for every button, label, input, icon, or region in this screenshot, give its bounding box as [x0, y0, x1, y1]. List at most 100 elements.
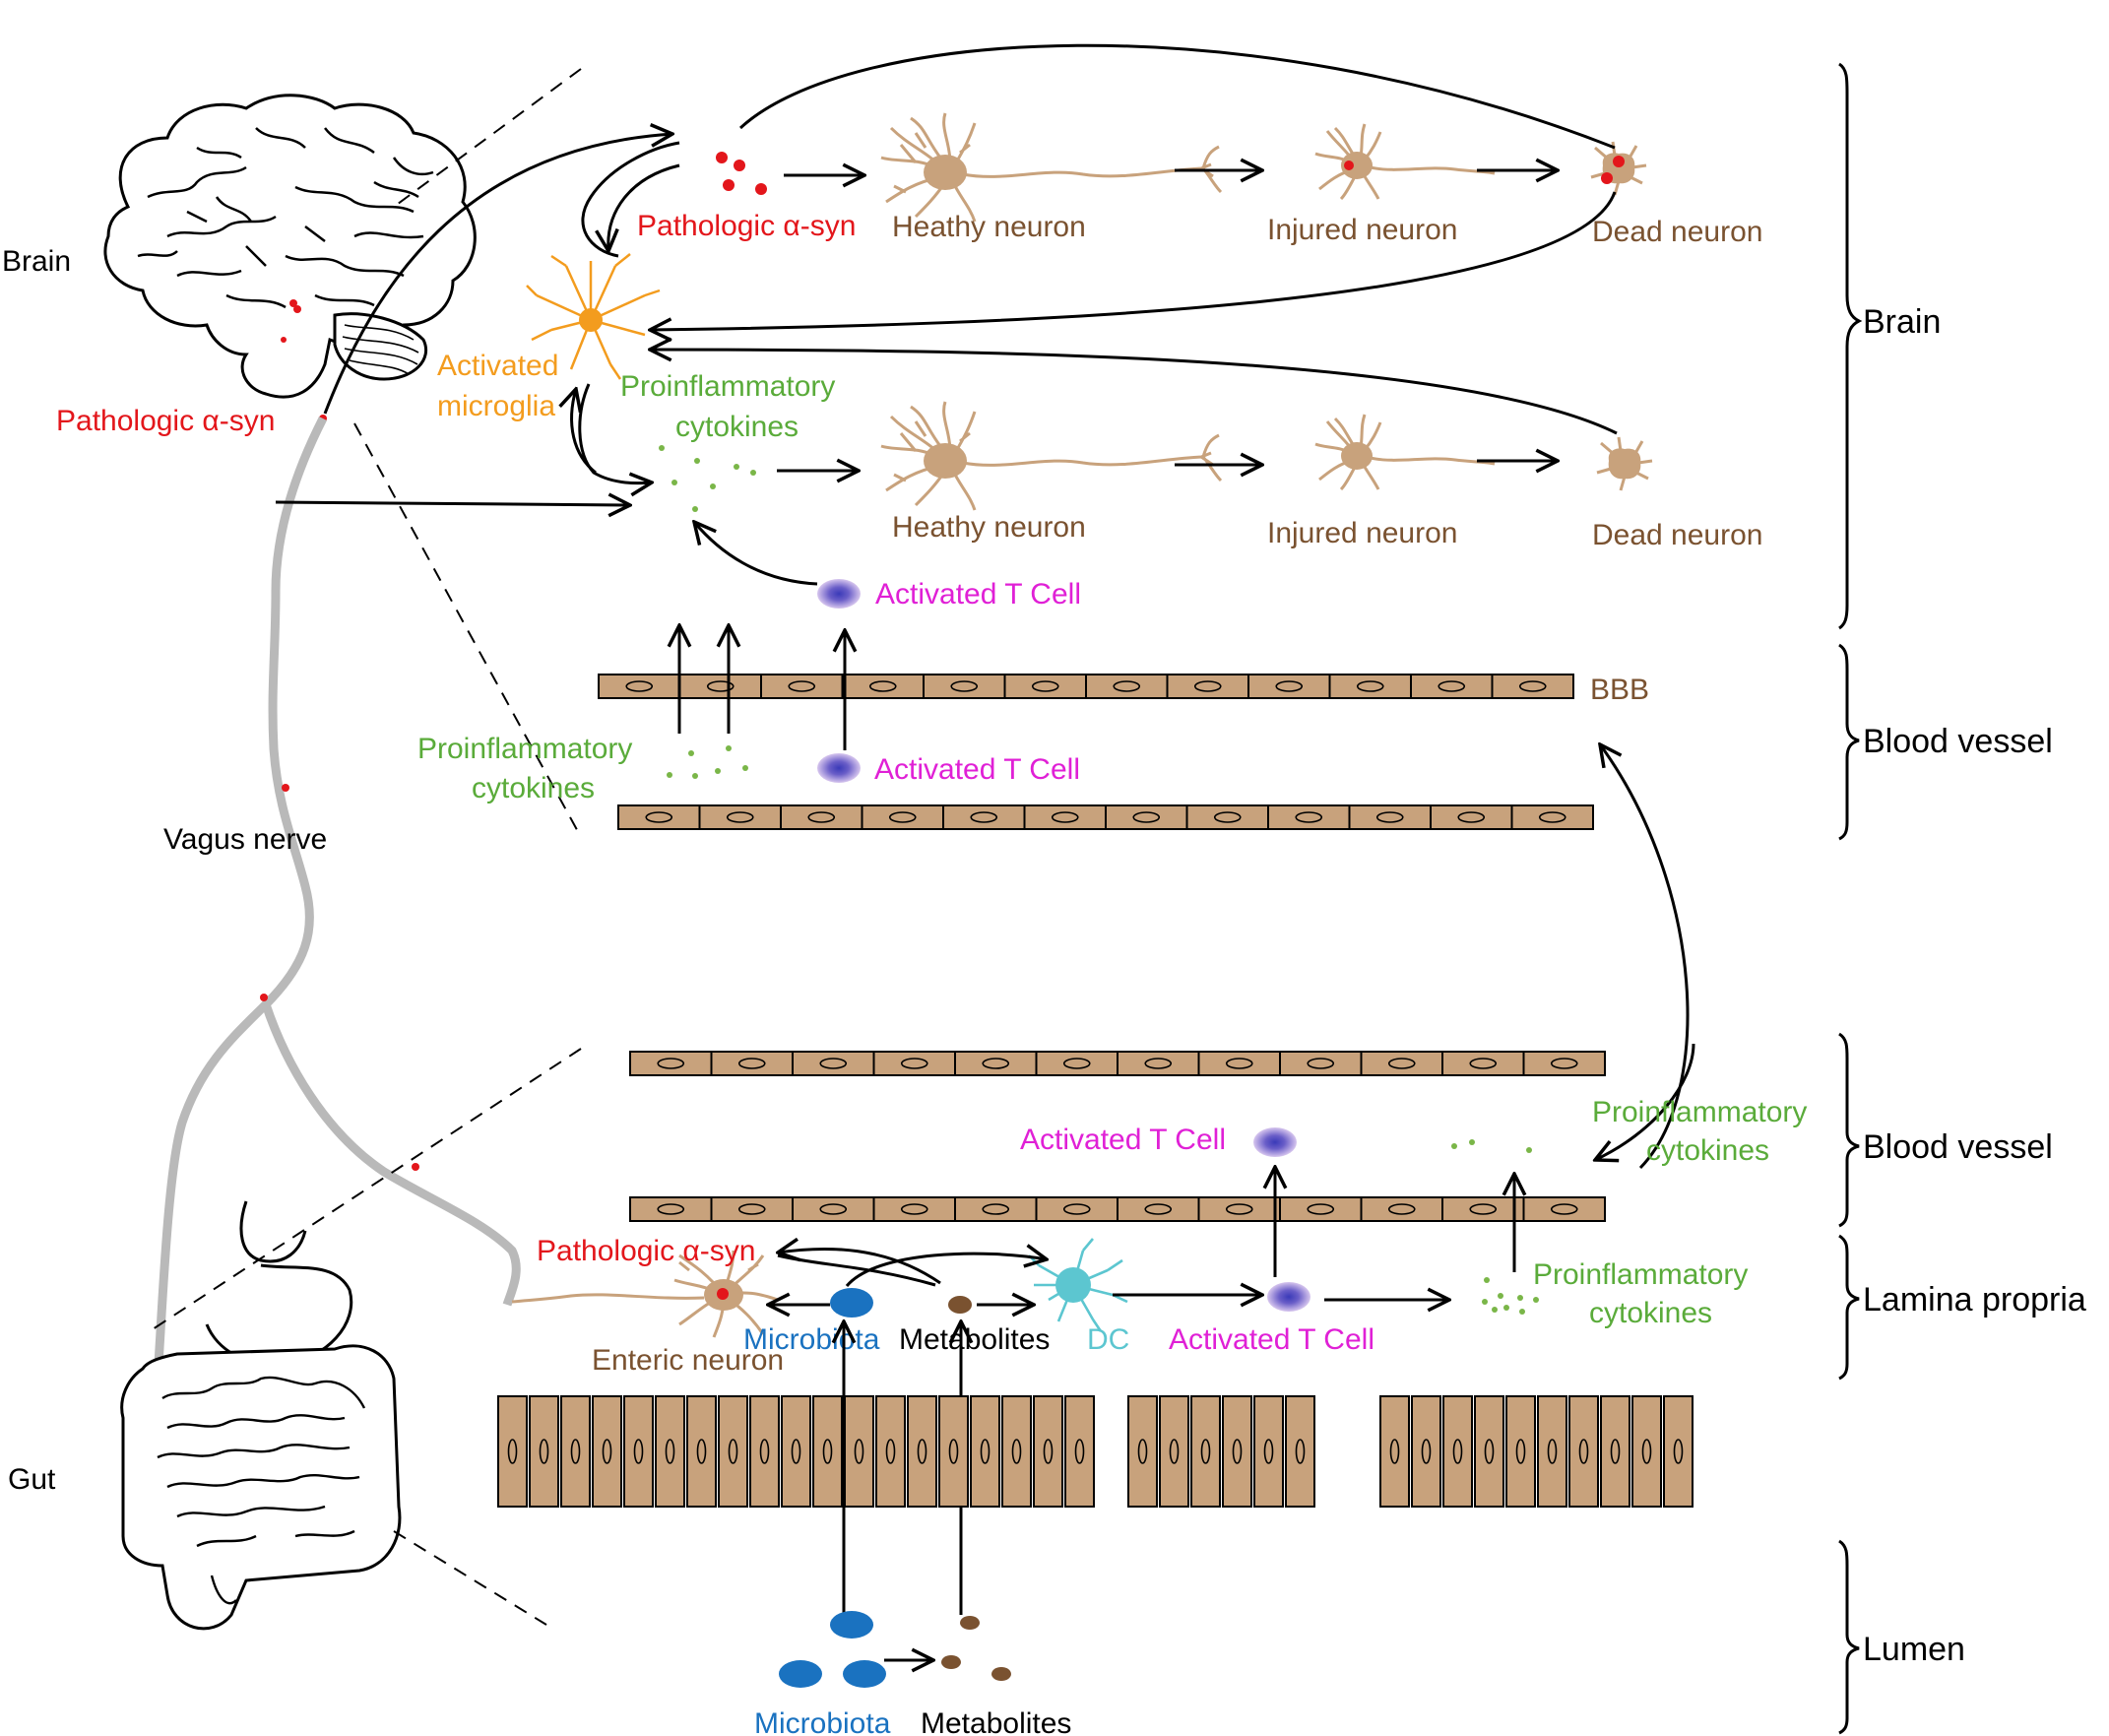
epithelial-nucleus — [885, 1439, 896, 1464]
epithelial-nucleus — [822, 1439, 833, 1464]
epithelial-nucleus — [791, 1439, 801, 1464]
epithelial-cell — [529, 1395, 559, 1508]
epithelial-cell — [1159, 1395, 1189, 1508]
healthy-neuron-1-label: Heathy neuron — [892, 211, 1086, 243]
vessel-bottom-proinflammatory-label: Proinflammatory — [1592, 1096, 1807, 1128]
injured-neuron-2-label: Injured neuron — [1267, 517, 1457, 549]
epithelial-nucleus — [1484, 1439, 1495, 1464]
epithelial-nucleus — [1043, 1439, 1054, 1464]
healthy-neuron-2 — [879, 400, 1223, 512]
bottom-vessel-lower-cell — [1035, 1196, 1118, 1222]
top-vessel-cell — [780, 804, 863, 830]
lamina-microbiota — [830, 1288, 873, 1318]
epithelial-cell — [1631, 1395, 1662, 1508]
injured-neuron-2 — [1313, 413, 1497, 491]
top-vessel-nucleus — [1538, 811, 1566, 823]
bottom-vessel-lower-cell — [710, 1196, 794, 1222]
epithelial-cell — [749, 1395, 780, 1508]
top-vessel-cell — [1185, 804, 1269, 830]
bbb-nucleus — [706, 680, 735, 692]
vessel-bottom-cytokine-dots — [1451, 1139, 1532, 1153]
top-vessel-nucleus — [1132, 811, 1161, 823]
vessel-top-t-cell-label: Activated T Cell — [874, 753, 1080, 786]
epithelial-nucleus — [507, 1439, 518, 1464]
section-brackets — [1838, 62, 1863, 1735]
epithelial-nucleus — [1421, 1439, 1432, 1464]
lumen-metabolites-label: Metabolites — [921, 1707, 1071, 1736]
vessel-bottom-t-cell — [1253, 1127, 1297, 1157]
left-brain-label: Brain — [2, 245, 71, 278]
bottom-vessel-lower-cell — [1197, 1196, 1281, 1222]
epithelial-nucleus — [917, 1439, 927, 1464]
vagus-nerve — [153, 416, 521, 1380]
brain-t-cell — [817, 579, 861, 609]
bbb-cell — [1247, 674, 1331, 699]
bottom-vessel-upper-nucleus — [819, 1058, 848, 1069]
epithelial-cell — [1001, 1395, 1032, 1508]
top-vessel-nucleus — [1375, 811, 1404, 823]
epithelial-nucleus — [759, 1439, 770, 1464]
lamina-proinflammatory-label: Proinflammatory — [1533, 1258, 1748, 1291]
epithelial-nucleus — [1610, 1439, 1621, 1464]
epithelial-cell — [1442, 1395, 1473, 1508]
healthy-neuron-2-label: Heathy neuron — [892, 511, 1086, 544]
section-lumen-label: Lumen — [1863, 1631, 1965, 1668]
bottom-vessel-lower-nucleus — [1062, 1203, 1091, 1215]
dead-neuron-1-syn-b — [1601, 172, 1613, 184]
vessel-top-arrows — [679, 625, 1695, 1170]
bbb-cell — [1085, 674, 1169, 699]
epithelial-nucleus — [728, 1439, 738, 1464]
activated-microglia — [526, 253, 661, 380]
bbb-cell — [760, 674, 844, 699]
epithelial-cell — [592, 1395, 622, 1508]
bottom-vessel-upper-nucleus — [1550, 1058, 1578, 1069]
dc-label: DC — [1087, 1323, 1129, 1356]
bbb-cell — [1166, 674, 1249, 699]
top-vessel-nucleus — [807, 811, 836, 823]
top-vessel-nucleus — [1295, 811, 1323, 823]
dead-neuron-1 — [1589, 140, 1648, 197]
vessel-top-cytokine-dots — [667, 745, 748, 779]
epithelial-nucleus — [1389, 1439, 1400, 1464]
dendritic-cell — [1028, 1238, 1128, 1332]
brain-illustration — [103, 94, 477, 422]
top-vessel-nucleus — [970, 811, 998, 823]
bottom-vessel-upper-cell — [1522, 1051, 1606, 1076]
top-vessel-cell — [1105, 804, 1188, 830]
bottom-vessel-lower-cell — [1117, 1196, 1200, 1222]
epithelial-cell — [1505, 1395, 1536, 1508]
epithelial-cell — [1600, 1395, 1630, 1508]
epithelial-cell — [844, 1395, 874, 1508]
lamina-metabolite — [948, 1296, 972, 1314]
bbb-wall — [598, 674, 1574, 699]
bbb-nucleus — [1193, 680, 1222, 692]
epithelial-cell — [497, 1395, 528, 1508]
top-vessel-nucleus — [726, 811, 754, 823]
epithelial-cell — [875, 1395, 906, 1508]
epithelial-nucleus — [665, 1439, 675, 1464]
bbb-nucleus — [1275, 680, 1304, 692]
bottom-vessel-upper-nucleus — [1225, 1058, 1253, 1069]
top-vessel-cell — [861, 804, 944, 830]
epithelial-cell — [1222, 1395, 1252, 1508]
bottom-vessel-lower-nucleus — [982, 1203, 1010, 1215]
vessel-top-t-cell — [817, 753, 861, 783]
epithelial-nucleus — [633, 1439, 644, 1464]
vessel-top-cytokines-label: cytokines — [472, 772, 595, 804]
gut-pathologic-syn-label: Pathologic α-syn — [537, 1235, 755, 1267]
epithelial-cell — [812, 1395, 843, 1508]
dead-neuron-2-label: Dead neuron — [1592, 519, 1762, 551]
bottom-vessel-upper-cell — [1441, 1051, 1525, 1076]
microglia-label: microglia — [437, 390, 555, 422]
vessel-bottom-t-cell-label: Activated T Cell — [1020, 1124, 1226, 1156]
vagus-nerve-label: Vagus nerve — [163, 823, 327, 856]
brain-cytokines-label: cytokines — [675, 411, 799, 443]
healthy-neuron-1 — [879, 111, 1223, 224]
bottom-vessel-lower-cell — [954, 1196, 1038, 1222]
bbb-cell — [1410, 674, 1494, 699]
bbb-label: BBB — [1590, 674, 1649, 706]
epithelial-nucleus — [1074, 1439, 1085, 1464]
lamina-t-cell-label: Activated T Cell — [1169, 1323, 1374, 1356]
top-vessel-cell — [1348, 804, 1432, 830]
epithelial-nucleus — [1452, 1439, 1463, 1464]
